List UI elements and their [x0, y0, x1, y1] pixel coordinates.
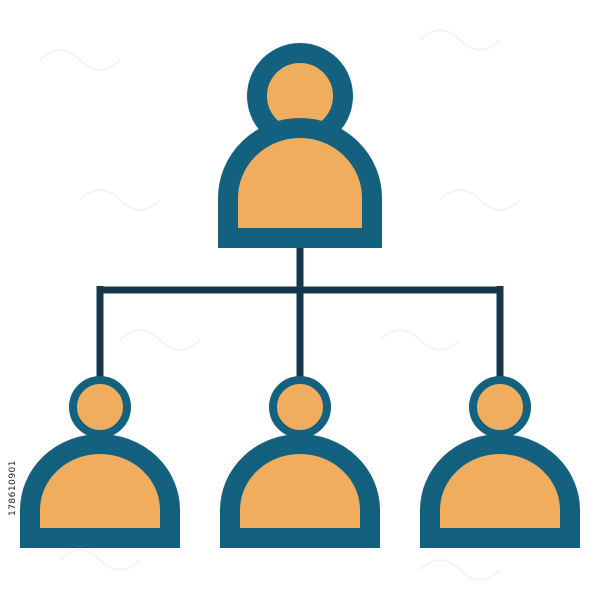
person-top-icon: [218, 43, 382, 248]
person-left-head: [69, 376, 131, 438]
person-right-body: [420, 434, 580, 548]
stock-id-text: 178610901: [8, 459, 18, 517]
person-center-head: [269, 376, 331, 438]
person-top-body: [218, 118, 382, 248]
connector-lines: [96, 246, 504, 378]
stock-id-label: 178610901: [3, 390, 18, 590]
person-right-icon: [420, 376, 580, 548]
person-left-icon: [20, 376, 180, 548]
person-right-head: [469, 376, 531, 438]
person-center-icon: [220, 376, 380, 548]
person-left-body: [20, 434, 180, 548]
person-center-body: [220, 434, 380, 548]
